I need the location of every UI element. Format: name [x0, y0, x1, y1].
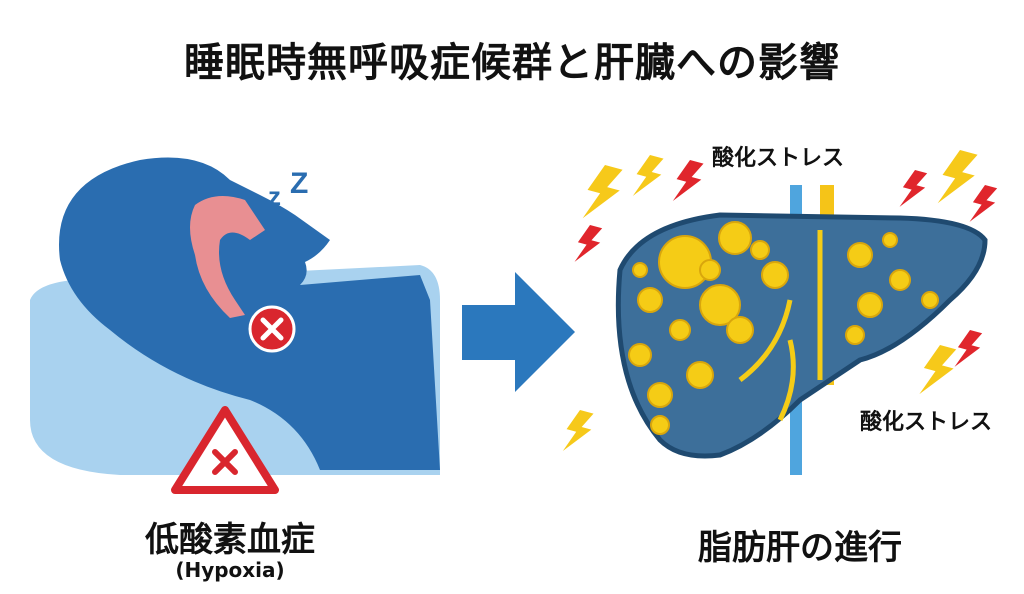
fat-globule [750, 240, 770, 260]
fat-globule [761, 261, 789, 289]
lightning-bolt-icon [919, 345, 957, 395]
oxidative-stress-label-top: 酸化ストレス [712, 146, 845, 171]
lightning-bolt-icon [937, 150, 978, 204]
arrow-right-icon [462, 272, 575, 392]
snore-text: z [268, 181, 281, 211]
fat-globule [857, 292, 883, 318]
fat-globule [632, 262, 648, 278]
sleeping-person [59, 157, 440, 470]
fat-globule [882, 232, 898, 248]
fat-globule [921, 291, 939, 309]
fat-globule [637, 287, 663, 313]
fat-globule [628, 343, 652, 367]
lightning-bolt-icon [582, 165, 623, 219]
fat-globule [647, 382, 673, 408]
fat-globules [628, 221, 939, 435]
hypoxia-label: 低酸素血症 [145, 520, 315, 560]
blocked-x-icon [248, 305, 296, 353]
fat-globule [686, 361, 714, 389]
lightning-bolt-icon [574, 225, 603, 262]
fat-globule [847, 242, 873, 268]
fat-globule [669, 319, 691, 341]
svg-text:Z: Z [290, 167, 308, 200]
hypoxia-sublabel: (Hypoxia) [175, 558, 285, 582]
lightning-bolt-icon [632, 155, 664, 196]
airway [190, 196, 265, 318]
fatty-liver-label: 脂肪肝の進行 [698, 528, 902, 568]
oxidative-stress-label-bottom: 酸化ストレス [860, 410, 993, 435]
fat-globule [726, 316, 754, 344]
fat-globule [699, 259, 721, 281]
lightning-bolt-icon [969, 185, 998, 222]
lightning-bolt-icon [954, 330, 983, 367]
fat-globule [650, 415, 670, 435]
lightning-bolt-icon [672, 160, 704, 201]
warning-triangle-icon [171, 406, 279, 494]
fat-globule [718, 221, 752, 255]
fat-globule [845, 325, 865, 345]
fat-globule [699, 284, 741, 326]
lightning-bolt-icon [562, 410, 594, 451]
lightning-bolts [562, 150, 998, 451]
page-title: 睡眠時無呼吸症候群と肝臓への影響 [184, 40, 840, 86]
lightning-bolt-icon [899, 170, 928, 207]
fat-globule [889, 269, 911, 291]
